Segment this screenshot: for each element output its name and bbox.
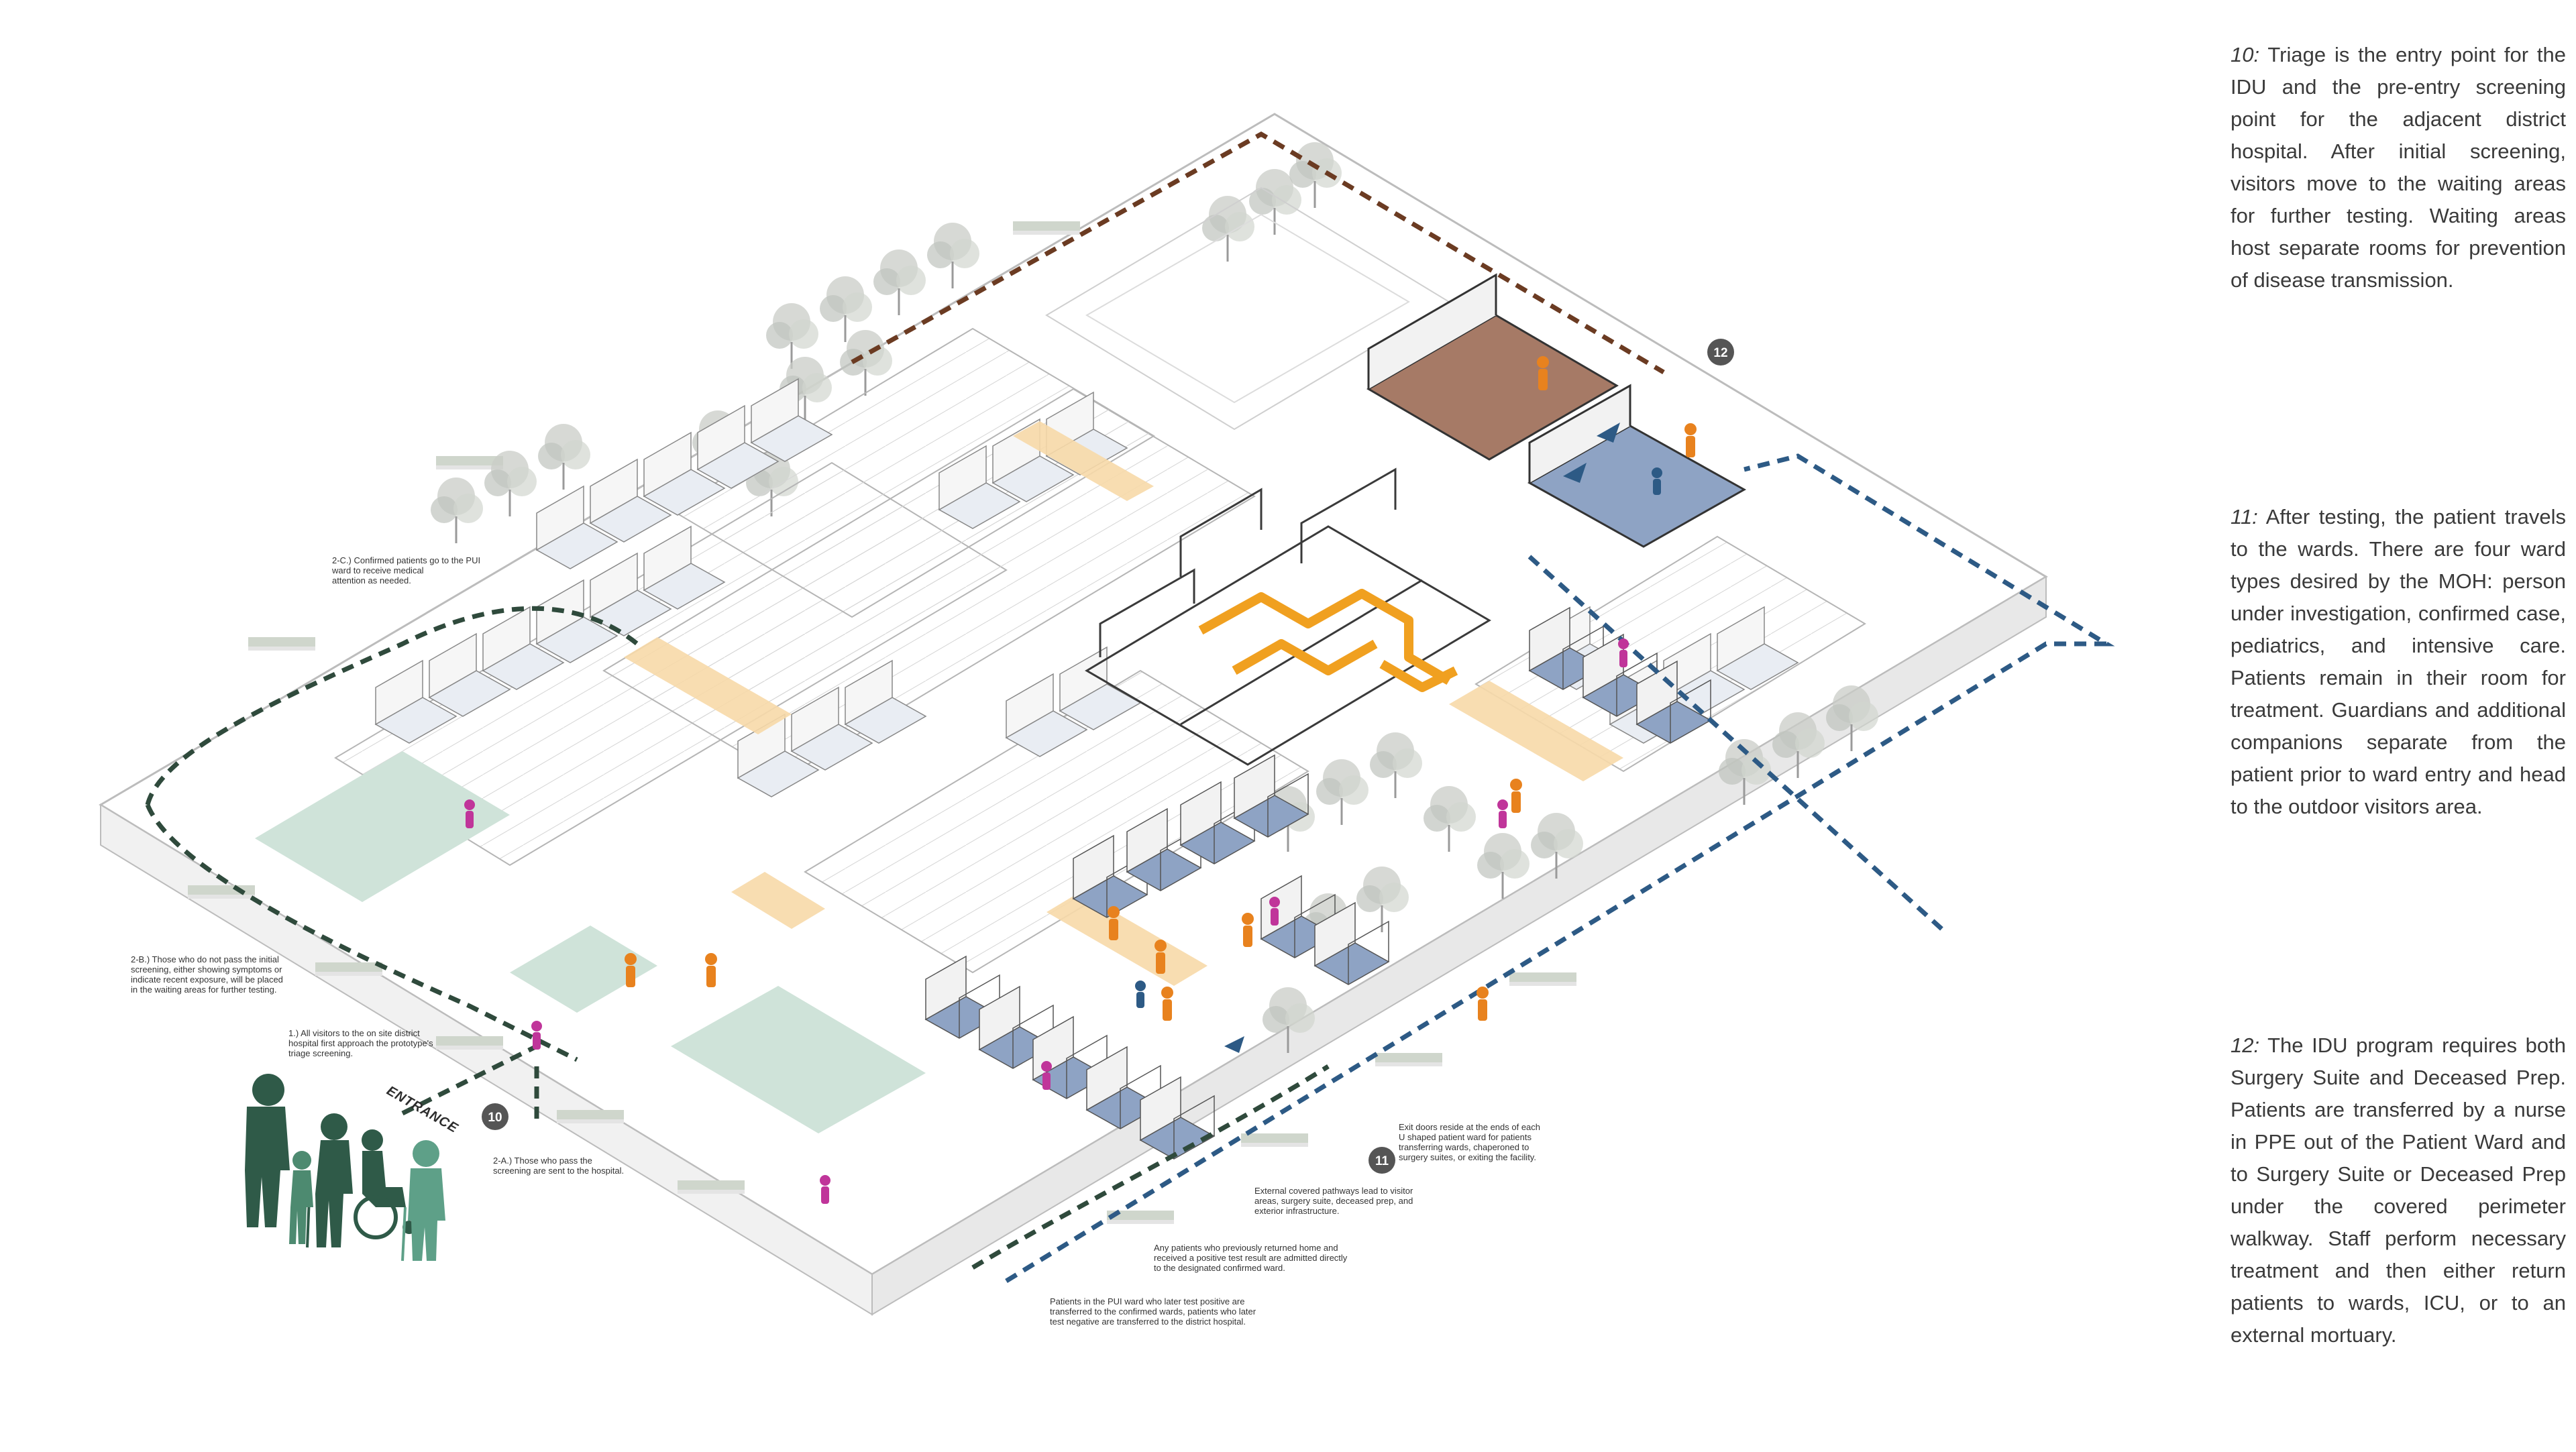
entrance-figures: ENTRANCE	[245, 1074, 461, 1262]
ward-path	[1198, 589, 1458, 692]
axonometric-plan: ENTRANCE 10 11 12 1.) All visitors to th…	[99, 113, 2115, 1327]
ward-arrows	[1224, 423, 1620, 1053]
annotation-line: 1.) All visitors to the on site district	[288, 1028, 420, 1038]
person-silhouette-icon	[245, 1074, 290, 1227]
note-11: 11: After testing, the patient travels t…	[2231, 501, 2566, 823]
annotation-line: 2-C.) Confirmed patients go to the PUI	[332, 555, 480, 565]
annotation-line: exterior infrastructure.	[1254, 1206, 1339, 1216]
annotation-line: External covered pathways lead to visito…	[1254, 1186, 1413, 1196]
badge-10: 10	[482, 1103, 508, 1130]
note-10: 10: Triage is the entry point for the ID…	[2231, 39, 2566, 296]
annotation-line: screening are sent to the hospital.	[493, 1166, 624, 1176]
annotation-line: indicate recent exposure, will be placed	[131, 974, 283, 985]
annotation-line: transferred to the confirmed wards, pati…	[1050, 1306, 1256, 1317]
annotation-line: 2-B.) Those who do not pass the initial	[131, 954, 279, 964]
annotation-returned: Any patients who previously returned hom…	[1154, 1243, 1348, 1273]
annotation-line: attention as needed.	[332, 575, 411, 585]
annotation-line: hospital first approach the prototype's	[288, 1038, 433, 1048]
annotation-1: 1.) All visitors to the on site district…	[288, 1028, 433, 1058]
transfer-path	[1005, 453, 2115, 1283]
annotation-line: Any patients who previously returned hom…	[1154, 1243, 1338, 1253]
annotation-line: U shaped patient ward for patients	[1399, 1132, 1532, 1142]
surgery-suite	[1366, 273, 1747, 548]
corridor-floors	[624, 421, 1623, 986]
svg-text:10: 10	[488, 1111, 502, 1125]
annotation-line: ward to receive medical	[331, 565, 424, 575]
badge-11: 11	[1368, 1147, 1395, 1174]
badge-12: 12	[1707, 339, 1734, 366]
annotation-line: triage screening.	[288, 1048, 353, 1058]
annotation-line: test negative are transferred to the dis…	[1050, 1317, 1246, 1327]
deceased-path	[851, 131, 1665, 375]
note-text: Triage is the entry point for the IDU an…	[2231, 43, 2566, 292]
annotation-line: Exit doors reside at the ends of each	[1399, 1122, 1540, 1132]
annotation-pathways: External covered pathways lead to visito…	[1254, 1186, 1413, 1216]
person-silhouette-icon	[289, 1151, 313, 1244]
annotation-line: areas, surgery suite, deceased prep, and	[1254, 1196, 1413, 1206]
note-text: After testing, the patient travels to th…	[2231, 505, 2567, 818]
triage-path	[145, 606, 1330, 1270]
person-silhouette-icon	[401, 1140, 445, 1262]
annotation-line: received a positive test result are admi…	[1154, 1253, 1348, 1263]
annotation-line: surgery suites, or exiting the facility.	[1399, 1152, 1536, 1162]
annotation-line: Patients in the PUI ward who later test …	[1050, 1296, 1244, 1306]
person-silhouette-icon	[306, 1113, 353, 1248]
occupant-figures	[464, 356, 1697, 1204]
building-blocks	[334, 327, 1866, 974]
svg-text:12: 12	[1713, 346, 1727, 360]
annotation-pui: Patients in the PUI ward who later test …	[1050, 1296, 1256, 1327]
waiting-area-floors	[255, 751, 926, 1133]
note-number: 12:	[2231, 1034, 2260, 1057]
note-12: 12: The IDU program requires both Surger…	[2231, 1029, 2566, 1351]
annotation-line: to the designated confirmed ward.	[1154, 1263, 1285, 1273]
note-number: 10:	[2231, 43, 2260, 66]
note-text: The IDU program requires both Surgery Su…	[2231, 1034, 2566, 1347]
annotation-line: screening, either showing symptoms or	[131, 964, 282, 974]
svg-text:11: 11	[1375, 1154, 1389, 1168]
note-number: 11:	[2231, 505, 2258, 528]
annotation-line: transferring wards, chaperoned to	[1399, 1142, 1529, 1152]
annotation-line: in the waiting areas for further testing…	[131, 985, 277, 995]
wheelchair-user-icon	[354, 1129, 416, 1239]
annotation-line: 2-A.) Those who pass the	[493, 1156, 592, 1166]
